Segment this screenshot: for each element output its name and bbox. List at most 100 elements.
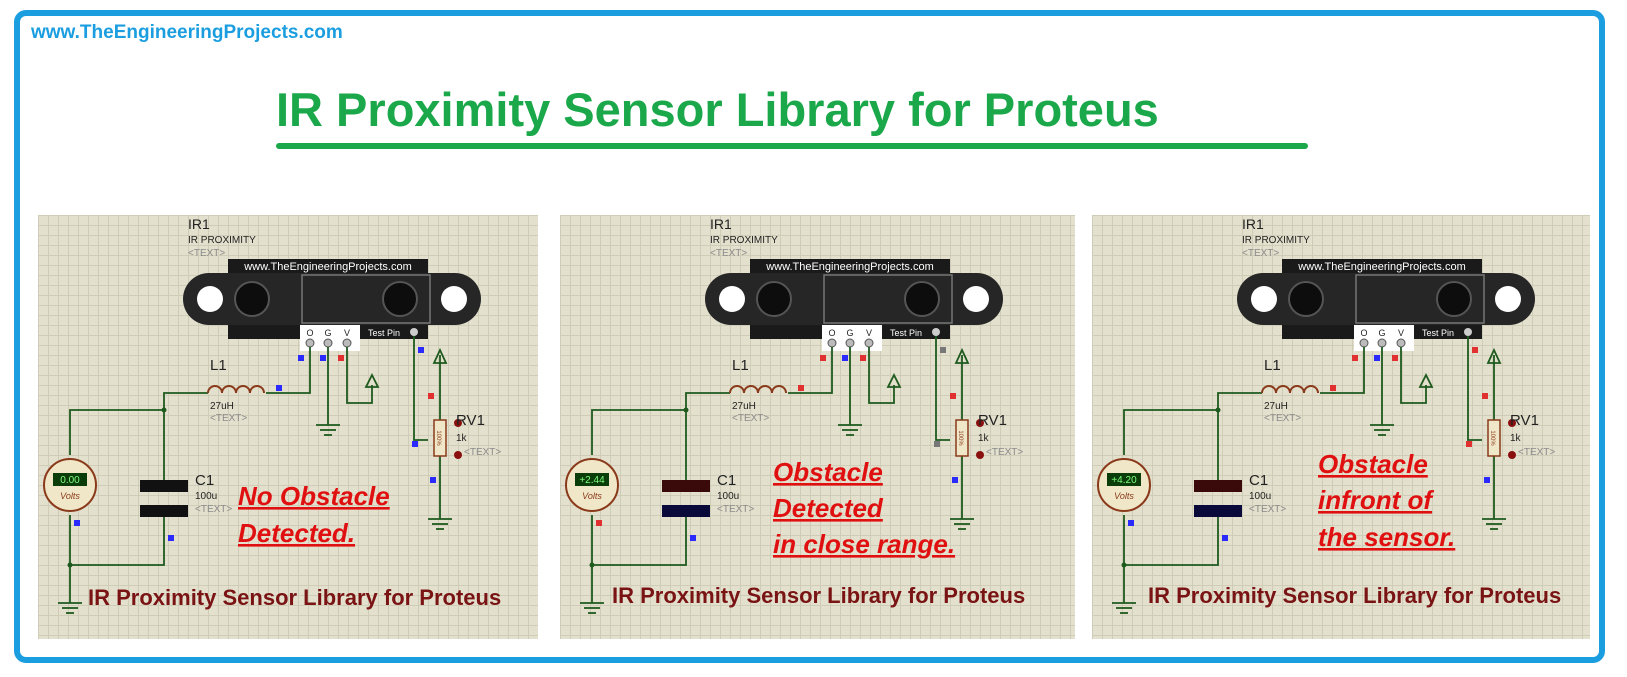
inductor-text: <TEXT> — [210, 413, 247, 424]
test-pin-label: Test Pin — [368, 328, 400, 338]
schematic-panel-2: IR1 IR PROXIMITY <TEXT> www.TheEngineeri… — [560, 215, 1075, 639]
pin-label-g: G — [1378, 328, 1385, 338]
potentiometer: 100% RV1 1k <TEXT> — [955, 412, 1023, 459]
status-line-1: Obstacle — [1318, 449, 1428, 479]
pot-ref: RV1 — [978, 412, 1007, 429]
sensor-text: <TEXT> — [1242, 248, 1279, 259]
ir-sensor: IR1 IR PROXIMITY <TEXT> www.TheEngineeri… — [705, 216, 1003, 351]
probe-markers — [1128, 347, 1490, 541]
status-line-2: infront of — [1318, 485, 1434, 515]
inductor-value: 27uH — [210, 401, 234, 412]
capacitor-ref: C1 — [717, 472, 736, 489]
sensor-ref: IR1 — [188, 216, 210, 232]
pin-label-o: O — [306, 328, 313, 338]
sensor-banner-bg — [228, 259, 428, 273]
schematic-2: IR1 IR PROXIMITY <TEXT> www.TheEngineeri… — [565, 216, 1025, 614]
inductor-value: 27uH — [732, 401, 756, 412]
inductor-text: <TEXT> — [732, 413, 769, 424]
pot-body-label: 100% — [957, 430, 963, 446]
test-pin-label: Test Pin — [890, 328, 922, 338]
voltmeter-unit: Volts — [582, 491, 602, 501]
sensor-window — [301, 274, 431, 324]
status-line-3: the sensor. — [1318, 522, 1455, 552]
sensor-text: <TEXT> — [188, 248, 225, 259]
test-pin-dot — [410, 328, 418, 336]
schematic-3: IR1 IR PROXIMITY <TEXT> www.TheEngineeri… — [1097, 216, 1561, 614]
inductor-ref: L1 — [1264, 357, 1281, 374]
inductor-ref: L1 — [732, 357, 749, 374]
site-url[interactable]: www.TheEngineeringProjects.com — [31, 22, 343, 43]
pin-label-v: V — [866, 328, 872, 338]
capacitor-value: 100u — [1249, 491, 1271, 502]
sensor-ref: IR1 — [1242, 216, 1264, 232]
pot-value: 1k — [1510, 433, 1522, 444]
pot-text: <TEXT> — [986, 447, 1023, 458]
test-pin-label: Test Pin — [1422, 328, 1454, 338]
sensor-banner: www.TheEngineeringProjects.com — [243, 261, 412, 273]
capacitor-text: <TEXT> — [717, 504, 754, 515]
capacitor: C1 100u <TEXT> — [140, 472, 232, 517]
probe-markers — [74, 347, 436, 541]
capacitor-value: 100u — [195, 491, 217, 502]
pot-text: <TEXT> — [1518, 447, 1555, 458]
pot-value: 1k — [978, 433, 990, 444]
pin-label-v: V — [1398, 328, 1404, 338]
potentiometer: 100% RV1 1k <TEXT> — [433, 412, 501, 459]
pin-label-g: G — [324, 328, 331, 338]
sensor-ref: IR1 — [710, 216, 732, 232]
mount-hole-left — [197, 286, 223, 312]
pot-text: <TEXT> — [464, 447, 501, 458]
ir-sensor: IR1 IR PROXIMITY <TEXT> www.TheEngineeri… — [183, 216, 481, 351]
voltmeter-reading: +4.20 — [1111, 475, 1137, 486]
capacitor: C1 100u <TEXT> — [1194, 472, 1286, 517]
schematic-1: IR1 IR PROXIMITY <TEXT> www.TheEngineeri… — [43, 216, 501, 614]
schematic-panel-3: IR1 IR PROXIMITY <TEXT> www.TheEngineeri… — [1092, 215, 1590, 639]
pot-body-label: 100% — [1489, 430, 1495, 446]
voltmeter: +4.20 Volts — [1097, 458, 1151, 512]
ir-sensor: IR1 IR PROXIMITY <TEXT> www.TheEngineeri… — [1237, 216, 1535, 351]
wires — [58, 336, 452, 614]
capacitor-text: <TEXT> — [1249, 504, 1286, 515]
wires — [1112, 336, 1506, 614]
sensor-type: IR PROXIMITY — [710, 235, 778, 246]
sensor-banner: www.TheEngineeringProjects.com — [1297, 261, 1466, 273]
status-line-3: in close range. — [773, 529, 955, 559]
voltmeter: +2.44 Volts — [565, 458, 619, 512]
pin-label-o: O — [828, 328, 835, 338]
status-line-2: Detected — [773, 493, 884, 523]
capacitor-text: <TEXT> — [195, 504, 232, 515]
inductor-value: 27uH — [1264, 401, 1288, 412]
pin-label-g: G — [846, 328, 853, 338]
inductor: L1 27uH <TEXT> — [729, 357, 787, 424]
voltmeter-reading: +2.44 — [579, 475, 605, 486]
capacitor-value: 100u — [717, 491, 739, 502]
sensor-type: IR PROXIMITY — [1242, 235, 1310, 246]
pin-label-o: O — [1360, 328, 1367, 338]
status-line-1: Obstacle — [773, 457, 883, 487]
capacitor-ref: C1 — [1249, 472, 1268, 489]
page-title: IR Proximity Sensor Library for Proteus — [276, 83, 1159, 136]
sensor-type: IR PROXIMITY — [188, 235, 256, 246]
ir-emitter — [234, 281, 270, 317]
capacitor-ref: C1 — [195, 472, 214, 489]
mount-hole-right — [441, 286, 467, 312]
inductor: L1 27uH <TEXT> — [1261, 357, 1319, 424]
voltmeter-unit: Volts — [60, 491, 80, 501]
voltmeter: 0.00 Volts — [43, 458, 97, 512]
panel-caption: IR Proximity Sensor Library for Proteus — [88, 585, 501, 610]
panel-caption: IR Proximity Sensor Library for Proteus — [1148, 583, 1561, 608]
inductor-ref: L1 — [210, 357, 227, 374]
probe-markers — [596, 347, 958, 541]
voltmeter-reading: 0.00 — [60, 475, 80, 486]
pot-value: 1k — [456, 433, 468, 444]
voltmeter-unit: Volts — [1114, 491, 1134, 501]
ir-receiver — [382, 281, 418, 317]
pot-body-label: 100% — [435, 430, 441, 446]
title-underline — [276, 143, 1308, 149]
pin-label-v: V — [344, 328, 350, 338]
sensor-banner: www.TheEngineeringProjects.com — [765, 261, 934, 273]
inductor-text: <TEXT> — [1264, 413, 1301, 424]
status-line-1: No Obstacle — [238, 481, 390, 511]
status-line-2: Detected. — [238, 518, 355, 548]
pot-ref: RV1 — [456, 412, 485, 429]
